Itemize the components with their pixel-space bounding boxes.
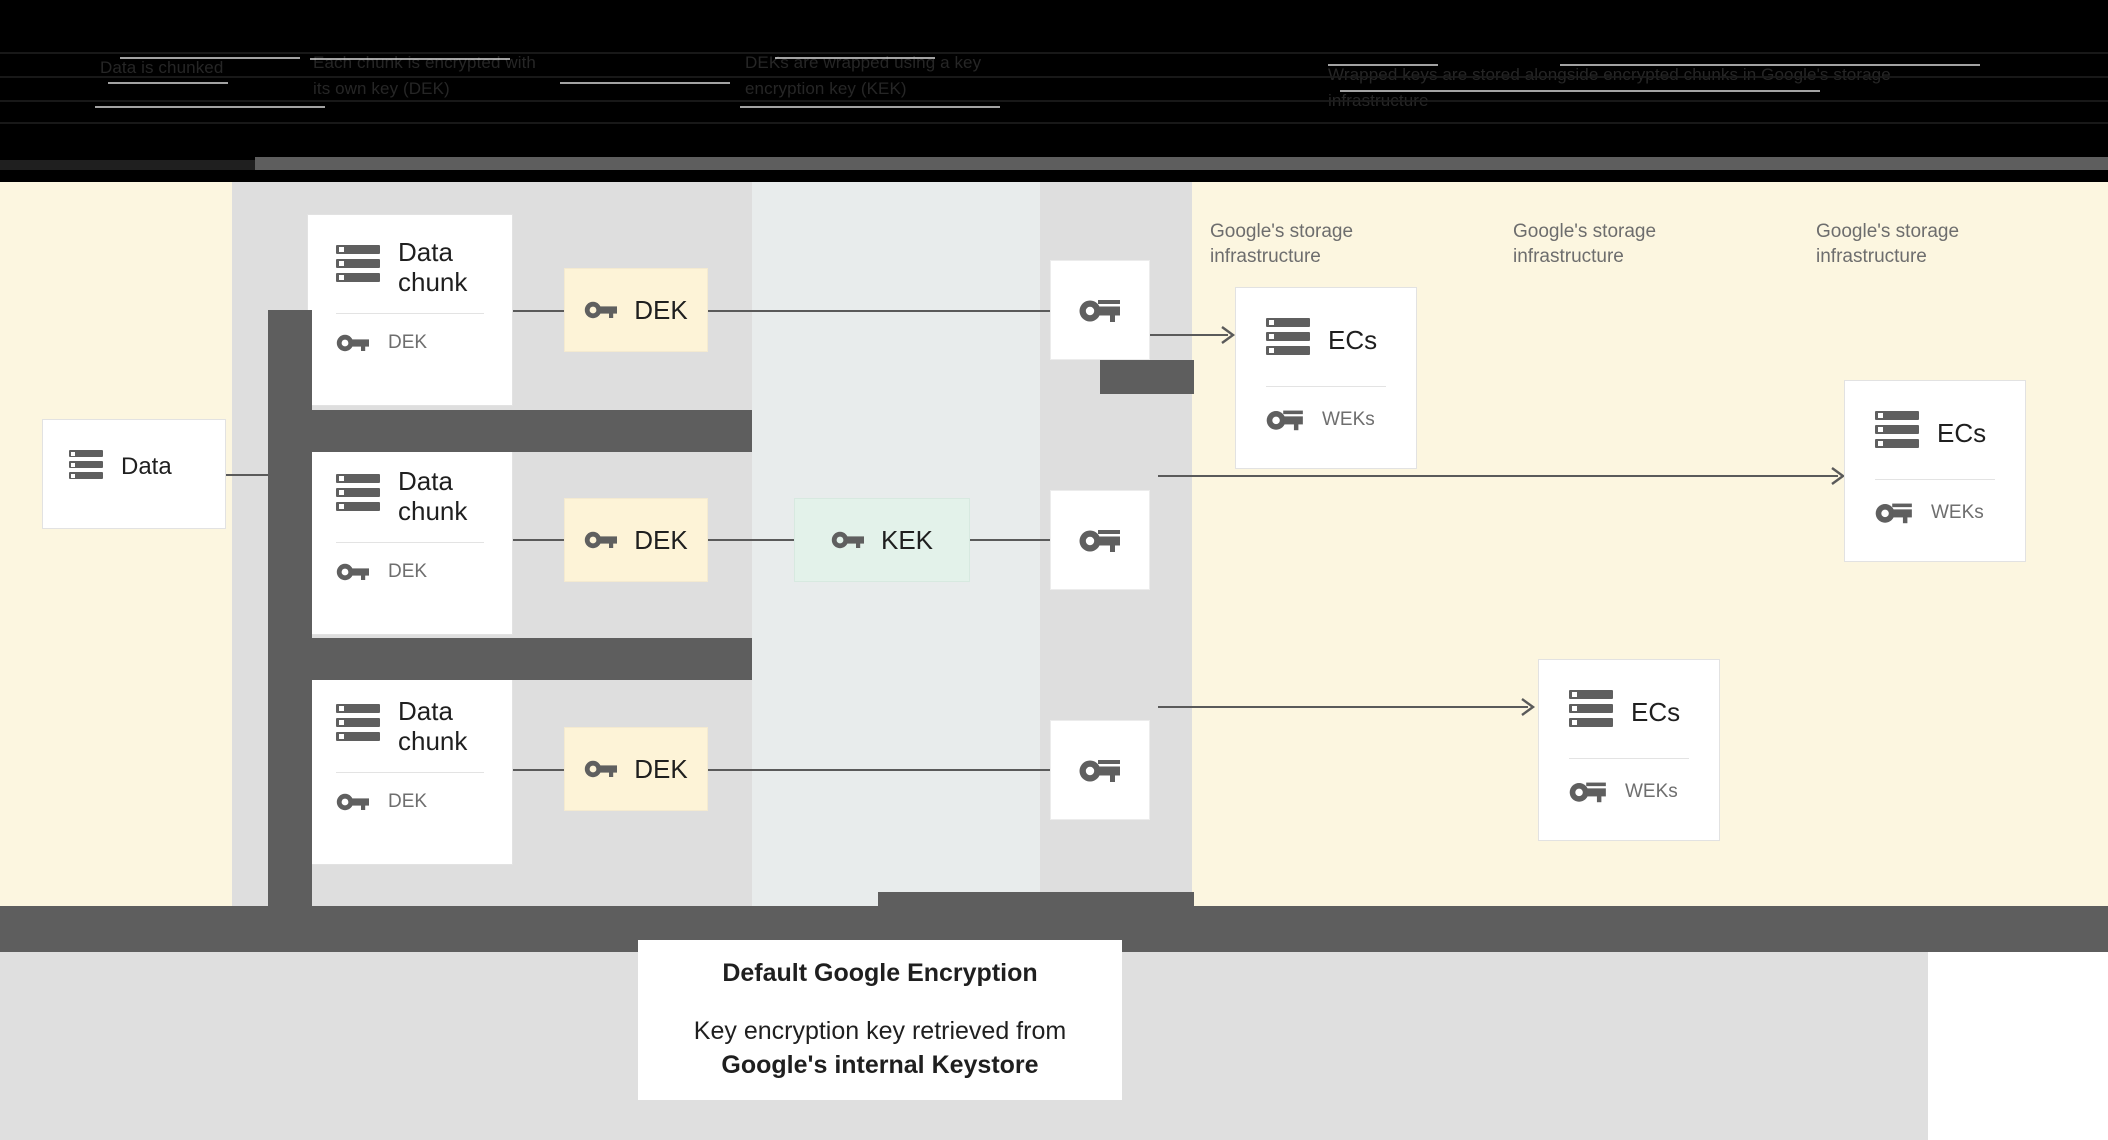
arrowhead-ec2 bbox=[1521, 698, 1536, 716]
header-gray-edge bbox=[255, 157, 2108, 170]
header-column-2: Each chunk is encrypted with its own key… bbox=[313, 53, 536, 98]
wrapped-key-icon bbox=[1875, 503, 1912, 524]
wrapped-key-box-3[interactable] bbox=[1050, 720, 1150, 820]
caption-body: Key encryption key retrieved from Google… bbox=[694, 1014, 1066, 1082]
wrapped-key-icon bbox=[1079, 530, 1120, 552]
card-divider bbox=[336, 313, 484, 314]
chunk-key-label: DEK bbox=[388, 332, 428, 353]
dek-chip-1[interactable]: DEK bbox=[564, 268, 708, 352]
wrapped-key-icon bbox=[1079, 760, 1120, 782]
server-icon bbox=[336, 474, 380, 518]
ecs-title: ECs bbox=[1937, 418, 1987, 448]
ecs-card-1[interactable]: ECs WEKs bbox=[1235, 287, 1417, 469]
connector-wkey1-ec1 bbox=[1100, 334, 1228, 336]
data-chunk-card-2[interactable]: Data chunk DEK bbox=[307, 443, 513, 635]
kek-chip-label: KEK bbox=[880, 524, 934, 555]
redacted-header-banner: Data is chunked Each chunk is encrypted … bbox=[0, 0, 2108, 170]
wrapped-key-icon bbox=[1266, 410, 1303, 431]
ecs-card-2[interactable]: ECs WEKs bbox=[1538, 659, 1720, 841]
wrapped-key-icon bbox=[1569, 782, 1606, 803]
data-chunk-card-1[interactable]: Data chunk DEK bbox=[307, 214, 513, 406]
key-icon bbox=[336, 793, 369, 811]
chunk-key-label: DEK bbox=[388, 791, 428, 812]
occlusion-bar-row-1 bbox=[268, 410, 752, 452]
ecs-title: ECs bbox=[1328, 325, 1378, 355]
ecs-card-3[interactable]: ECs WEKs bbox=[1844, 380, 2026, 562]
kek-chip[interactable]: KEK bbox=[794, 498, 970, 582]
occlusion-bar-stage-bottom bbox=[878, 892, 1194, 906]
caption-title: Default Google Encryption bbox=[722, 958, 1038, 987]
chunk-title: Data chunk bbox=[398, 466, 468, 526]
key-icon bbox=[336, 563, 369, 581]
chunk-title: Data chunk bbox=[398, 696, 468, 756]
header-column-4: Wrapped keys are stored alongside encryp… bbox=[1328, 65, 1891, 110]
header-column-1: Data is chunked bbox=[100, 58, 224, 77]
connector-chunk1-dek bbox=[512, 310, 564, 312]
connector-dek3-wkey bbox=[708, 769, 1052, 771]
infra-label-3: Google's storage infrastructure bbox=[1816, 221, 1960, 267]
connector-dek1-wkey bbox=[708, 310, 1052, 312]
chunk-key-label: DEK bbox=[388, 561, 428, 582]
server-icon bbox=[69, 450, 103, 484]
diagram-stage: Data Data chunk DEK Data chunk bbox=[0, 182, 2108, 952]
server-icon bbox=[336, 245, 380, 289]
server-icon bbox=[1266, 318, 1310, 362]
key-icon bbox=[585, 760, 618, 778]
infra-label-2: Google's storage infrastructure bbox=[1513, 221, 1657, 267]
infra-label-1: Google's storage infrastructure bbox=[1210, 221, 1354, 267]
footer-white-tail bbox=[1928, 952, 2108, 1140]
connector-wkey2-ec3 bbox=[1158, 475, 1838, 477]
ecs-key-label: WEKs bbox=[1322, 408, 1375, 430]
arrowhead-ec3 bbox=[1831, 467, 1846, 485]
server-icon bbox=[1569, 690, 1613, 734]
card-divider bbox=[1569, 758, 1689, 759]
connector-chunk3-dek bbox=[512, 769, 564, 771]
caption-card: Default Google Encryption Key encryption… bbox=[638, 940, 1122, 1100]
caption-line-1: Key encryption key retrieved from bbox=[693, 1016, 1067, 1045]
ecs-title: ECs bbox=[1631, 697, 1681, 727]
ecs-key-label: WEKs bbox=[1931, 501, 1984, 523]
occlusion-bar-wkey-1 bbox=[1100, 360, 1194, 394]
card-divider bbox=[1266, 386, 1386, 387]
wrapped-key-icon bbox=[1079, 300, 1120, 322]
dek-chip-3[interactable]: DEK bbox=[564, 727, 708, 811]
ecs-key-label: WEKs bbox=[1625, 780, 1678, 802]
server-icon bbox=[336, 704, 380, 748]
connector-chunk2-dek bbox=[512, 539, 564, 541]
occlusion-bar-row-2 bbox=[268, 638, 752, 680]
data-source-label: Data bbox=[121, 453, 172, 480]
key-icon bbox=[585, 301, 618, 319]
dek-chip-label: DEK bbox=[634, 524, 688, 555]
wrapped-key-box-1[interactable] bbox=[1050, 260, 1150, 360]
key-icon bbox=[585, 531, 618, 549]
wrapped-key-box-2[interactable] bbox=[1050, 490, 1150, 590]
data-source-card[interactable]: Data bbox=[42, 419, 226, 529]
chunk-title: Data chunk bbox=[398, 237, 468, 297]
dek-chip-label: DEK bbox=[634, 294, 688, 325]
caption-line-2: Google's internal Keystore bbox=[721, 1050, 1039, 1079]
arrowhead-ec1 bbox=[1221, 326, 1236, 344]
card-divider bbox=[1875, 479, 1995, 480]
server-icon bbox=[1875, 411, 1919, 455]
dek-chip-label: DEK bbox=[634, 753, 688, 784]
key-icon bbox=[336, 334, 369, 352]
card-divider bbox=[336, 542, 484, 543]
data-chunk-card-3[interactable]: Data chunk DEK bbox=[307, 673, 513, 865]
dek-chip-2[interactable]: DEK bbox=[564, 498, 708, 582]
connector-wkey3-ec2 bbox=[1158, 706, 1528, 708]
card-divider bbox=[336, 772, 484, 773]
occlusion-bar-vertical bbox=[268, 310, 312, 952]
key-icon bbox=[831, 531, 864, 549]
